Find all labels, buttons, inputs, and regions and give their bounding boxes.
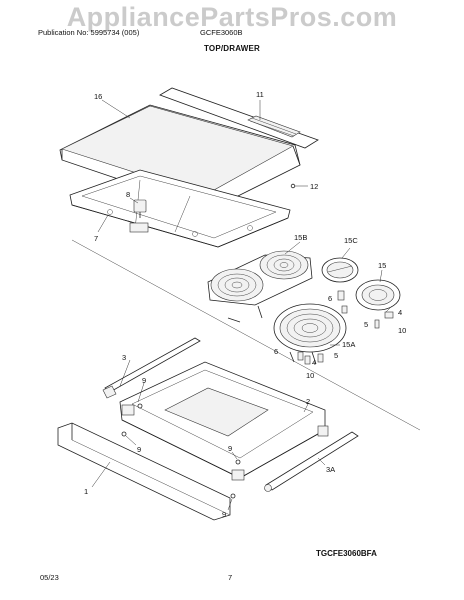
limit-switch-part	[133, 199, 147, 218]
callout-5-upper: 5	[364, 320, 368, 329]
callout-3a: 3A	[326, 465, 335, 474]
callout-9-d: 9	[222, 510, 226, 519]
callout-15a: 15A	[342, 340, 355, 349]
dual-radiant-element	[207, 250, 313, 323]
figure-code: TGCFE3060BFA	[316, 549, 377, 558]
drawer-body	[119, 361, 329, 481]
drawer-slide-rail-right	[264, 431, 359, 492]
callout-10-lower: 10	[306, 371, 314, 380]
single-radiant-element	[355, 279, 401, 319]
callout-labels: 16 11 12 8 7 15B 15C 15 6 4 10 5 15A 6 4…	[84, 90, 406, 519]
rear-vent-trim	[159, 87, 319, 149]
large-radiant-element	[273, 303, 347, 365]
callout-16: 16	[94, 92, 102, 101]
callout-8: 8	[126, 190, 130, 199]
model-number: GCFE3060B	[200, 28, 243, 37]
callout-3: 3	[122, 353, 126, 362]
page-number: 7	[228, 573, 233, 582]
page-title: TOP/DRAWER	[203, 44, 261, 53]
callout-11: 11	[256, 90, 264, 99]
terminal-connectors	[297, 290, 380, 365]
callout-10-upper: 10	[398, 326, 406, 335]
callout-9-b: 9	[137, 445, 141, 454]
footer-date: 05/23	[40, 573, 59, 582]
drawer-front-panel	[57, 422, 231, 521]
callout-15b: 15B	[294, 233, 307, 242]
callout-15: 15	[378, 261, 386, 270]
callout-leader-lines	[91, 99, 393, 511]
callout-9-a: 9	[142, 376, 146, 385]
callout-2: 2	[306, 397, 310, 406]
callout-7: 7	[94, 234, 98, 243]
callout-9-c: 9	[228, 444, 232, 453]
publication-number: Publication No: 5995734 (005)	[38, 28, 140, 37]
section-divider-line	[71, 239, 421, 431]
drawer-screws	[121, 403, 241, 499]
top-support-frame	[69, 169, 291, 248]
callout-12: 12	[310, 182, 318, 191]
cooktop-top-panel	[59, 104, 301, 211]
callout-4-upper: 4	[398, 308, 402, 317]
callout-1: 1	[84, 487, 88, 496]
small-radiant-element	[321, 257, 359, 283]
watermark-text: AppliancePartsPros.com	[66, 2, 398, 32]
callout-6-upper: 6	[328, 294, 332, 303]
callout-4-lower: 4	[312, 358, 316, 367]
callout-6-lower: 6	[274, 347, 278, 356]
screw-part	[290, 183, 296, 189]
callout-15c: 15C	[344, 236, 358, 245]
callout-5-lower: 5	[334, 351, 338, 360]
drawer-slide-rail-left	[102, 337, 201, 399]
